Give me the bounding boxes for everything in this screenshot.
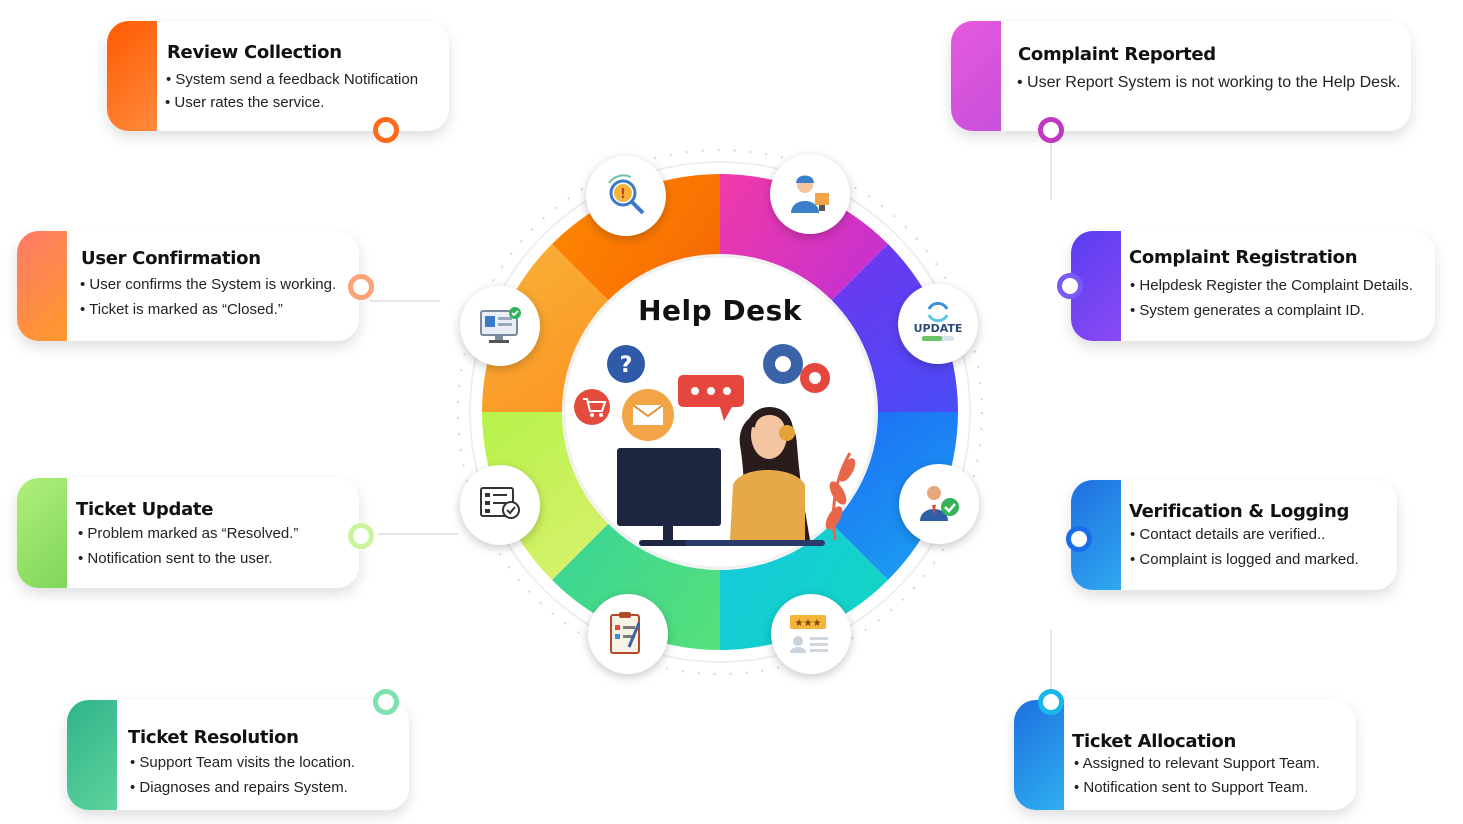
- card-bullet: • Helpdesk Register the Complaint Detail…: [1130, 277, 1413, 294]
- card-bullet: • Notification sent to the user.: [78, 550, 273, 567]
- card-title: Ticket Resolution: [128, 727, 299, 748]
- card-bullet: • Support Team visits the location.: [130, 754, 356, 771]
- connector-dot: [1038, 117, 1064, 143]
- card-accent-strip: [107, 21, 157, 131]
- svg-text:UPDATE: UPDATE: [914, 322, 963, 335]
- card-accent-strip: [17, 478, 67, 588]
- card-bullet: • User Report System is not working to t…: [1017, 74, 1401, 91]
- card-accent-strip: [67, 700, 117, 810]
- card-bullet: • User confirms the System is working.: [80, 276, 337, 293]
- card-review-collection: Review Collection • System send a feedba…: [107, 21, 449, 131]
- connector-line: [378, 533, 458, 535]
- card-title: User Confirmation: [81, 248, 261, 269]
- connector-line: [1050, 140, 1052, 200]
- connector-dot: [348, 523, 374, 549]
- connector-line: [370, 300, 440, 302]
- card-accent-strip: [951, 21, 1001, 131]
- help-desk-illustration: ?: [574, 344, 856, 546]
- card-bullet: • System generates a complaint ID.: [1130, 302, 1365, 319]
- card-bullet: • System send a feedback Notification: [166, 71, 419, 88]
- magnifier-alert-icon: !: [586, 156, 666, 236]
- card-ticket-allocation: Ticket Allocation • Assigned to relevant…: [1014, 700, 1356, 810]
- card-accent-strip: [1014, 700, 1064, 810]
- card-accent-strip: [17, 231, 67, 341]
- center-title: Help Desk: [638, 294, 802, 327]
- support-agent-icon: [770, 154, 850, 234]
- rating-review-icon: ★★★: [771, 594, 851, 674]
- card-bullet: • Ticket is marked as “Closed.”: [80, 301, 283, 318]
- connector-dot: [1066, 526, 1092, 552]
- monitor-profile-icon: [460, 286, 540, 366]
- card-title: Review Collection: [167, 42, 342, 63]
- card-verification-logging: Verification & Logging • Contact details…: [1071, 480, 1397, 590]
- connector-dot: [348, 274, 374, 300]
- connector-dot: [373, 689, 399, 715]
- card-bullet: • Notification sent to Support Team.: [1074, 779, 1309, 796]
- svg-text:?: ?: [620, 353, 633, 378]
- card-ticket-resolution: Ticket Resolution • Support Team visits …: [67, 700, 409, 810]
- connector-line: [1050, 630, 1052, 690]
- connector-dot: [1057, 273, 1083, 299]
- card-bullet: • Problem marked as “Resolved.”: [78, 525, 299, 542]
- svg-text:!: !: [620, 187, 626, 202]
- card-bullet: • Contact details are verified..: [1130, 526, 1326, 543]
- card-title: Ticket Update: [76, 499, 214, 520]
- card-title: Complaint Reported: [1018, 44, 1216, 65]
- clipboard-checklist-icon: [588, 594, 668, 674]
- card-bullet: • Assigned to relevant Support Team.: [1074, 755, 1320, 772]
- card-complaint-registration: Complaint Registration • Helpdesk Regist…: [1071, 231, 1435, 341]
- card-bullet: • Diagnoses and repairs System.: [130, 779, 348, 796]
- card-user-confirmation: User Confirmation • User confirms the Sy…: [17, 231, 359, 341]
- card-title: Ticket Allocation: [1072, 731, 1236, 752]
- card-title: Complaint Registration: [1129, 247, 1358, 268]
- card-title: Verification & Logging: [1129, 501, 1350, 522]
- ticket-form-icon: [460, 465, 540, 545]
- card-complaint-reported: Complaint Reported • User Report System …: [951, 21, 1411, 131]
- svg-text:★★★: ★★★: [795, 618, 822, 629]
- verified-user-icon: [899, 464, 979, 544]
- card-ticket-update: Ticket Update • Problem marked as “Resol…: [17, 478, 359, 588]
- card-bullet: • Complaint is logged and marked.: [1130, 551, 1359, 568]
- card-bullet: • User rates the service.: [165, 94, 325, 111]
- connector-dot: [1038, 689, 1064, 715]
- update-icon: UPDATE: [898, 284, 978, 364]
- connector-dot: [373, 117, 399, 143]
